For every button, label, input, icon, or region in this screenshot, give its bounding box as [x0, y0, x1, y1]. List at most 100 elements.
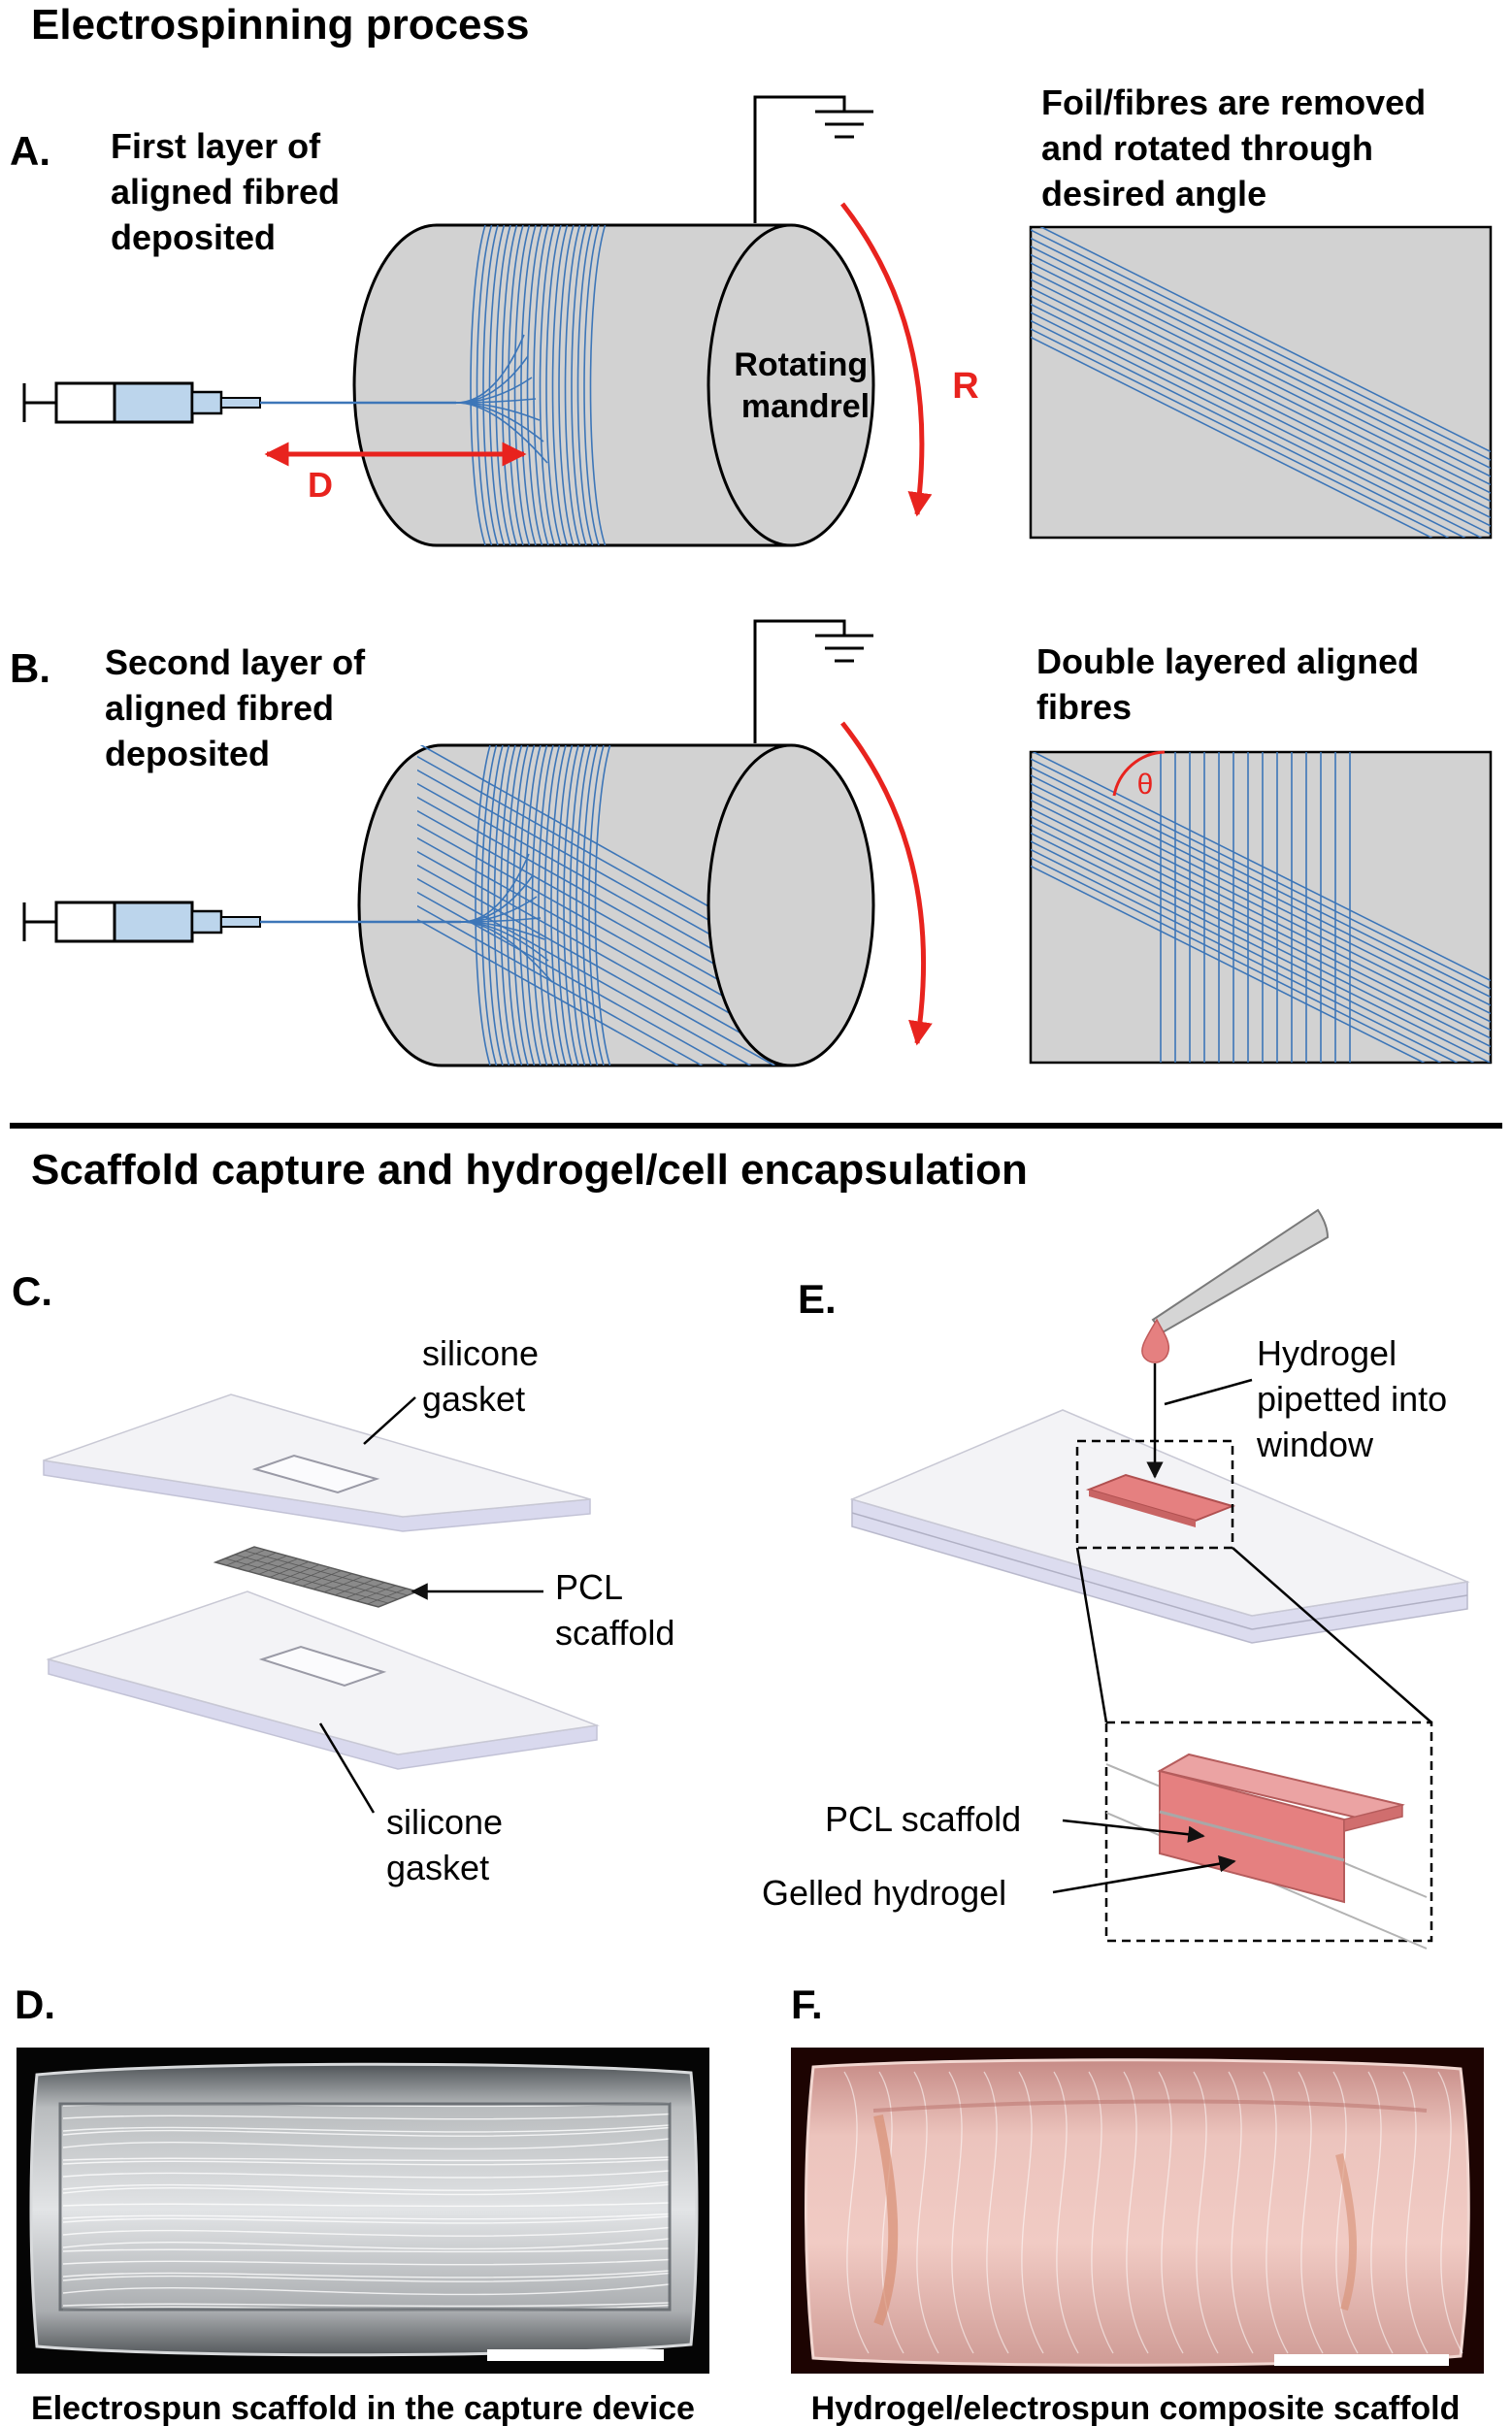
- fibre-fan-b: [460, 853, 553, 983]
- fibre-line: [571, 225, 587, 545]
- panel-d-letter: D.: [15, 1982, 55, 2027]
- fibre-line: [543, 745, 561, 1065]
- mesh-strand: [244, 1550, 409, 1596]
- fibre-streak: [913, 2071, 939, 2354]
- rotated-fibre: [1031, 295, 1491, 527]
- fibre-fan-a: [455, 334, 548, 464]
- section-title-electrospinning: Electrospinning process: [31, 1, 529, 49]
- fibre-streak: [62, 2156, 671, 2162]
- fibre-line: [487, 745, 504, 1065]
- fibre-line: [506, 745, 523, 1065]
- fibre-line: [575, 745, 592, 1065]
- panel-a-right-caption: Foil/fibres are removed and rotated thro…: [1041, 82, 1435, 213]
- fibre-streak: [62, 2180, 671, 2191]
- fibre-streak: [62, 2270, 671, 2278]
- fibre-line: [539, 225, 556, 545]
- fibre-line: [550, 745, 567, 1065]
- rotation-arrow-a: [840, 202, 933, 517]
- fibre-streak: [62, 2215, 671, 2224]
- fibre-streak: [62, 2258, 671, 2266]
- fibre-streak: [62, 2170, 671, 2179]
- pcl-scaffold-mesh: [213, 1546, 420, 1608]
- panel-d-caption: Electrospun scaffold in the capture devi…: [31, 2390, 695, 2426]
- fibre-streak: [62, 2158, 671, 2166]
- fibre-line: [576, 225, 594, 545]
- scaffold-label-c: PCL scaffold: [555, 1567, 674, 1653]
- bottom-gasket-label: silicone gasket: [386, 1802, 512, 1887]
- mandrel-label-a: Rotating mandrel: [734, 346, 876, 425]
- fibre-streak: [62, 2138, 671, 2150]
- mesh-strand: [253, 1546, 418, 1592]
- fibre-streak: [62, 2183, 671, 2196]
- panel-e: E. Hydrogel pipetted into window: [762, 1208, 1470, 1950]
- panel-a-letter: A.: [10, 128, 50, 174]
- diagonal-fibre: [1031, 848, 1459, 1063]
- syringe-b: [22, 901, 461, 943]
- fan-fibre: [460, 921, 553, 983]
- photo-d-scaffold: [29, 2062, 699, 2357]
- diagonal-fibre: [1031, 815, 1491, 1048]
- fan-fibre: [455, 402, 548, 464]
- fibre-line: [569, 745, 586, 1065]
- fibre-streak: [62, 2213, 671, 2220]
- rotated-fibre: [1031, 311, 1483, 538]
- fibre-line: [470, 225, 486, 545]
- pipette-tip: [1151, 1208, 1330, 1334]
- rotated-fibre: [1031, 253, 1491, 486]
- fibre-streak: [62, 2124, 671, 2133]
- fibre-streak: [1088, 2071, 1114, 2354]
- fibre-line: [563, 745, 579, 1065]
- diagonal-fibre: [1031, 791, 1491, 1023]
- zoom-detail-contents: [1105, 1753, 1428, 1950]
- mesh-strand: [224, 1557, 389, 1604]
- fibre-line: [581, 745, 599, 1065]
- rotated-fibre: [1031, 237, 1491, 470]
- fibre-line: [525, 745, 542, 1065]
- diagonal-fibre: [1031, 832, 1491, 1063]
- fibre-streak: [1367, 2071, 1394, 2354]
- panel-e-letter: E.: [798, 1276, 837, 1322]
- bottom-silicone-gasket: [46, 1590, 600, 1770]
- zoom-line-left: [1075, 1547, 1108, 1723]
- hydrogel-label: Hydrogel pipetted into window: [1256, 1333, 1457, 1464]
- scale-bar-d: [487, 2349, 664, 2361]
- rotation-label: R: [952, 366, 978, 407]
- panel-b-letter: B.: [10, 645, 50, 691]
- rotated-fibre: [1031, 229, 1491, 461]
- fibre-line: [495, 225, 511, 545]
- hydrogel-droplet: [1141, 1318, 1170, 1363]
- fibre-streak: [62, 2226, 671, 2237]
- diagonal-fibre: [1031, 865, 1426, 1063]
- fibre-line: [508, 225, 524, 545]
- diagonal-fibre: [1031, 824, 1491, 1056]
- rotated-fibre: [1031, 328, 1450, 538]
- rotated-fibre: [1031, 303, 1491, 536]
- scale-bar-f: [1274, 2354, 1449, 2366]
- syringe-a: [22, 381, 456, 424]
- fibre-streak: [983, 2071, 1009, 2354]
- ground-symbol-a: [753, 95, 873, 223]
- fibre-streak: [62, 2113, 671, 2120]
- fibre-line: [556, 745, 574, 1065]
- panel-a-caption: First layer of aligned fibred deposited: [111, 126, 349, 257]
- diagonal-fibre: [417, 864, 776, 1065]
- diagonal-fibre: [1031, 774, 1491, 1006]
- diagonal-fibre: [1031, 799, 1491, 1032]
- rotation-arrow-b: [840, 721, 933, 1046]
- panel-b-caption: Second layer of aligned fibred deposited: [105, 642, 375, 773]
- displacement-label: D: [308, 465, 333, 505]
- zoom-source-box: [1075, 1439, 1234, 1550]
- fibre-streak: [1053, 2071, 1079, 2354]
- ground-symbol-b: [753, 619, 873, 743]
- panel-c: C. silicone gasket PCL scaffold: [12, 1268, 674, 1887]
- fibre-streak: [1332, 2071, 1359, 2354]
- fibre-streak: [62, 2272, 671, 2282]
- top-gasket-label: silicone gasket: [422, 1333, 548, 1419]
- gel-leader: [1052, 1855, 1236, 1894]
- panel-f: F. Hydrogel/electrospun composite scaffo…: [791, 1982, 1484, 2426]
- fibre-line: [531, 745, 548, 1065]
- zoom-line-right: [1232, 1547, 1432, 1723]
- diagonal-fibre: [1031, 857, 1442, 1063]
- fibre-line: [551, 225, 569, 545]
